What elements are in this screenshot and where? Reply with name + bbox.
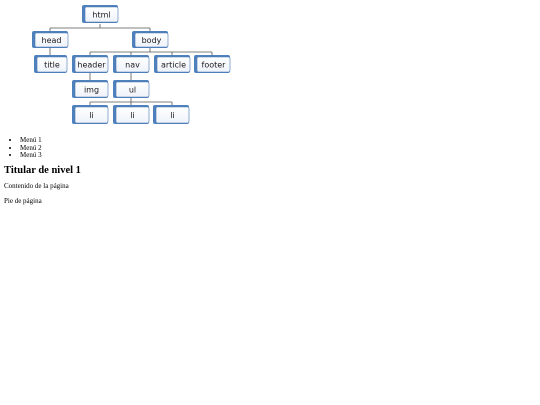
node-html: html [82,5,119,23]
node-body: body [132,31,169,48]
page-content-text: Contenido de la página [4,181,69,190]
node-li-1: li [72,105,109,124]
node-title-label: title [44,61,60,70]
node-header-label: header [77,61,106,70]
node-footer: footer [194,55,231,73]
node-li-3-label: li [170,111,174,120]
node-head-label: head [42,36,62,45]
node-li-2: li [113,105,150,124]
node-li-1-label: li [89,111,93,120]
node-head: head [32,31,69,48]
node-article: article [154,55,191,73]
node-ul-label: ul [129,86,136,95]
menu-item-3: Menú 3 [20,151,81,160]
tree-connectors [49,24,213,106]
node-title: title [34,55,68,73]
node-nav: nav [113,55,150,73]
node-html-label: html [92,11,110,20]
page-footer-text: Pie de página [4,196,42,205]
node-header: header [72,55,109,73]
menu-item-2: Menú 2 [20,144,81,153]
dom-tree-diagram: html head body title header nav article … [32,5,231,124]
page-heading: Titular de nivel 1 [4,164,81,176]
menu-list: Menú 1 Menú 2 Menú 3 [4,136,81,160]
node-li-2-label: li [130,111,134,120]
node-img-label: img [84,86,99,95]
node-article-label: article [161,61,186,70]
menu-item-1: Menú 1 [20,136,81,145]
node-body-label: body [142,36,162,45]
node-ul: ul [113,80,150,98]
node-li-3: li [153,105,190,124]
node-footer-label: footer [202,61,227,70]
node-nav-label: nav [125,61,140,70]
node-img: img [72,80,109,98]
page-content: Menú 1 Menú 2 Menú 3 Titular de nivel 1 … [4,136,81,212]
